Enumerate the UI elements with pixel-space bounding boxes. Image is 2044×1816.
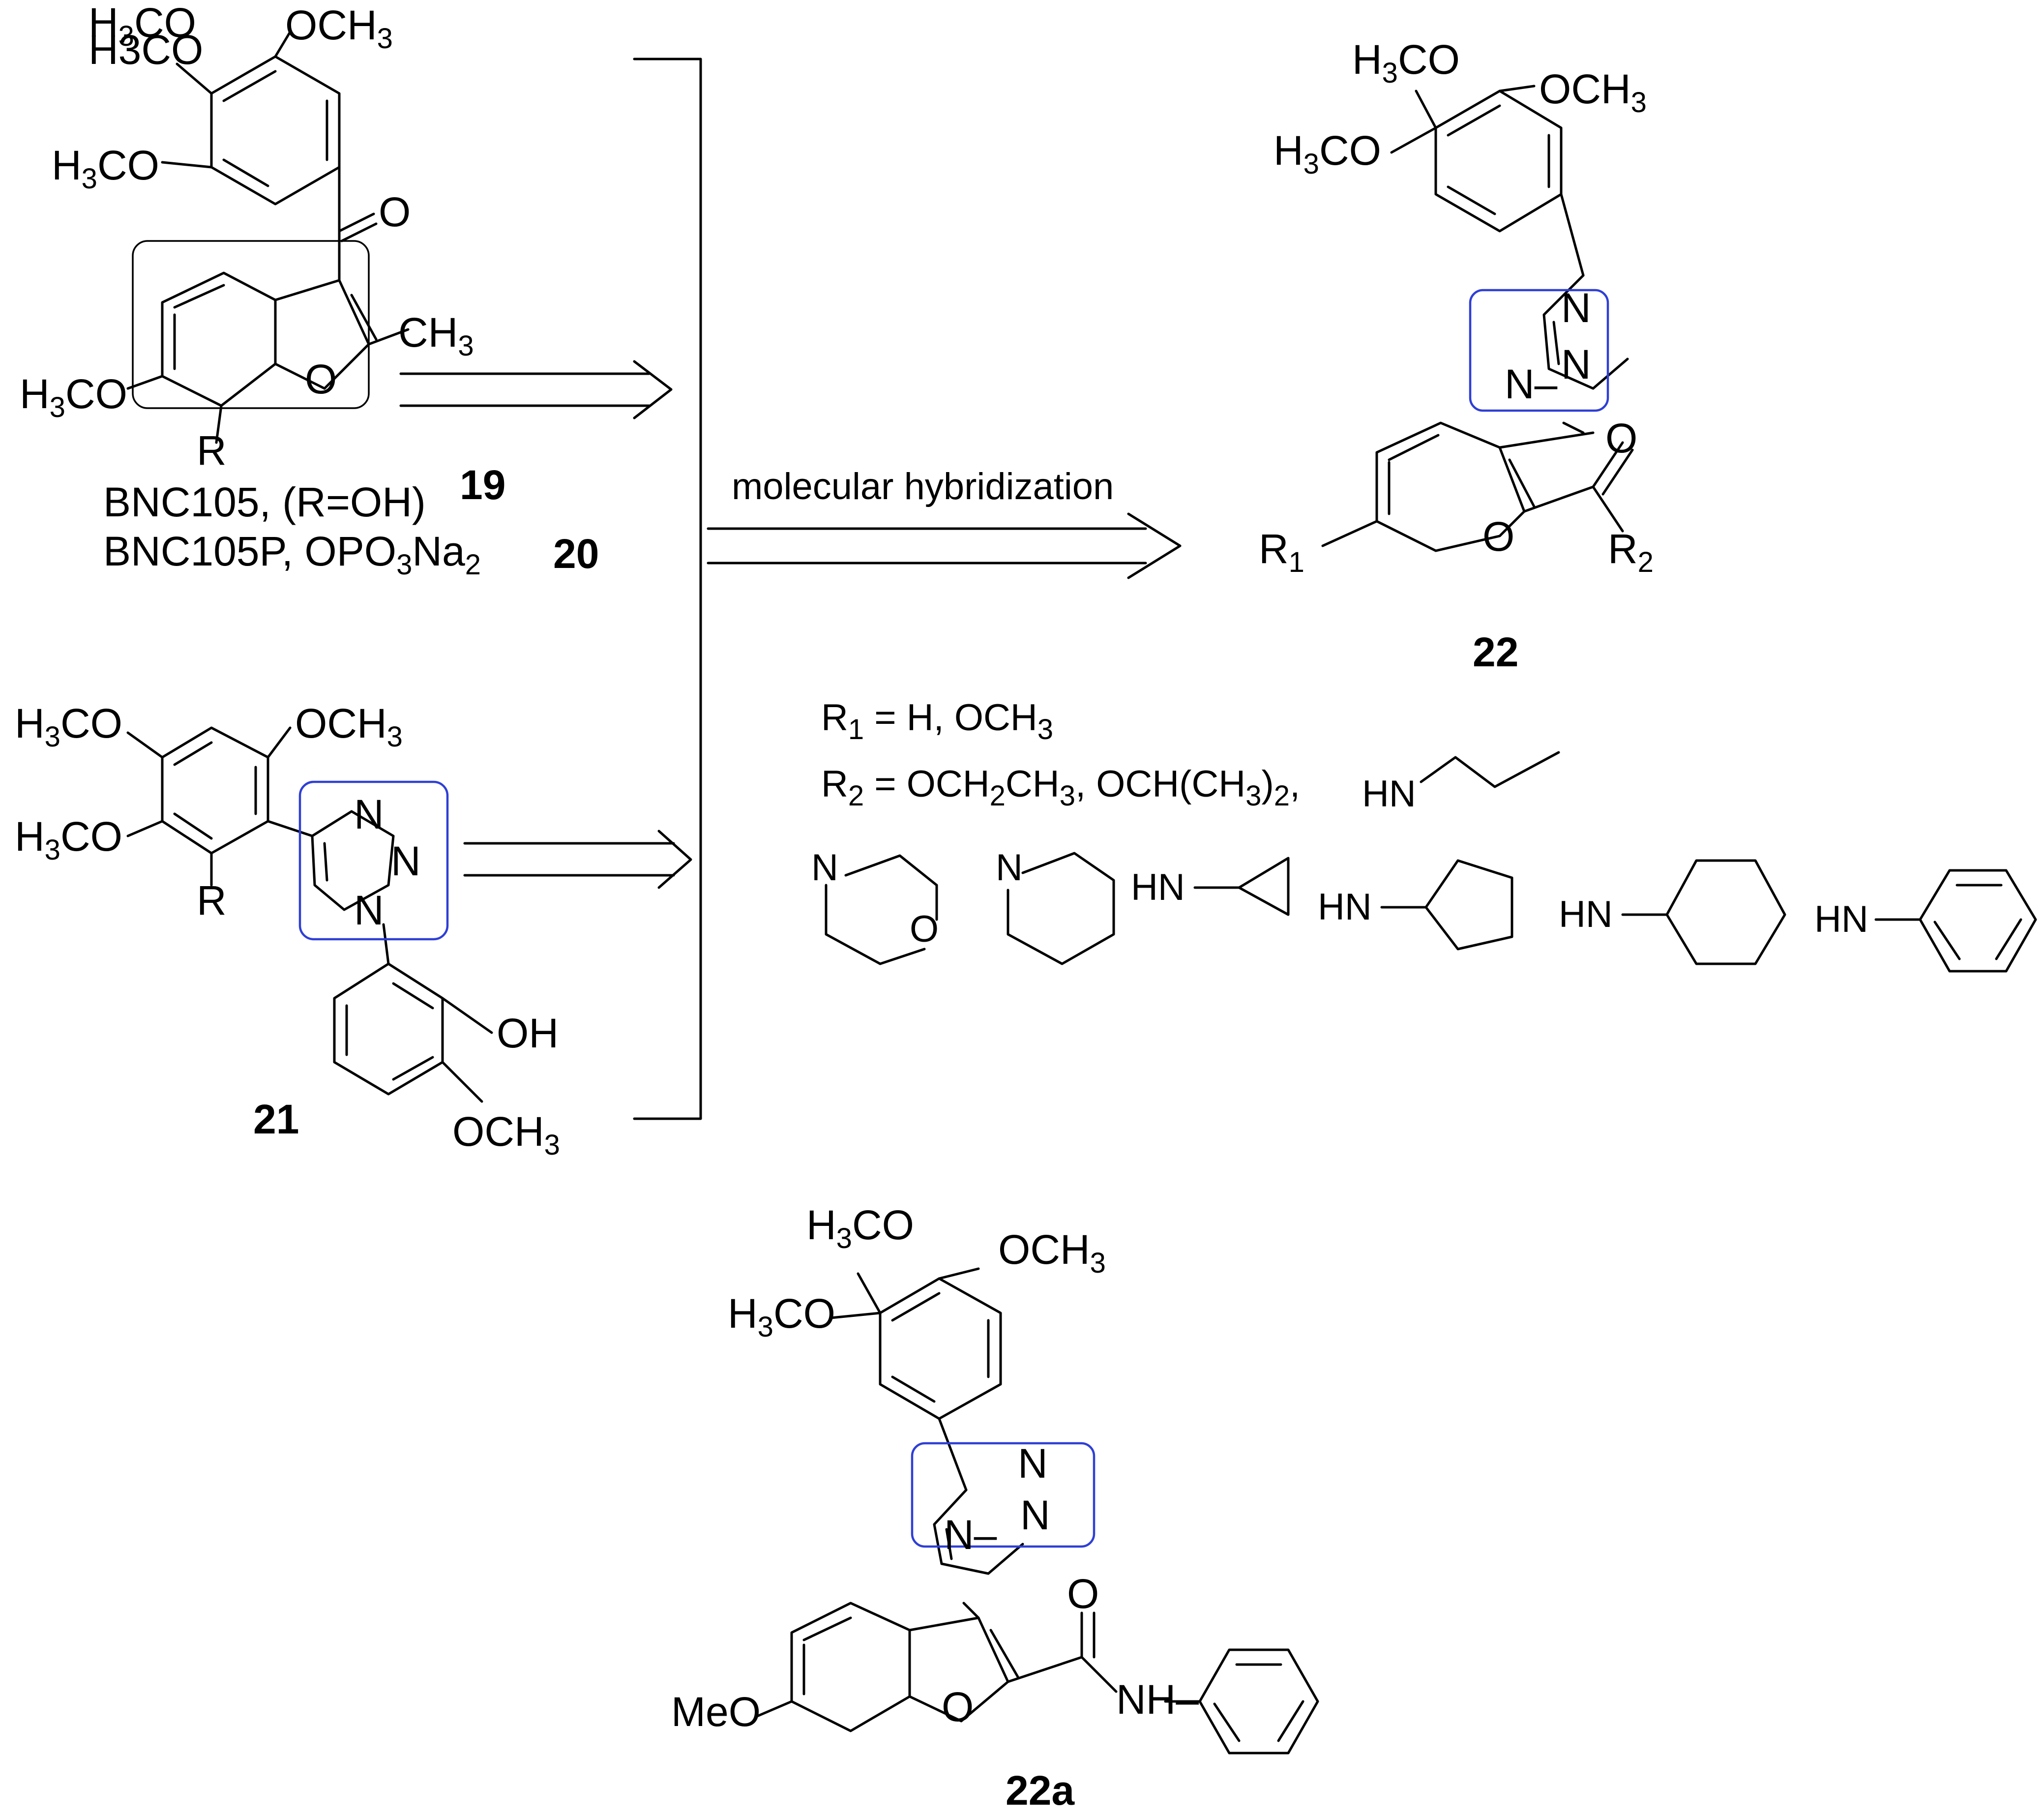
- svg-text:N: N: [354, 791, 384, 837]
- svg-text:R: R: [197, 877, 227, 923]
- svg-text:N–: N–: [944, 1512, 997, 1558]
- hybridization-arrow: [707, 512, 1182, 579]
- compound-22-label: 22: [1473, 629, 1518, 675]
- svg-text:N: N: [391, 838, 421, 884]
- svg-text:H3CO: H3CO: [20, 371, 127, 423]
- cyclohexylamine-fragment: HN: [1559, 859, 1786, 965]
- svg-text:O: O: [1482, 513, 1514, 560]
- svg-text:N: N: [996, 847, 1023, 889]
- svg-text:O: O: [305, 356, 337, 402]
- svg-text:N: N: [1561, 341, 1591, 387]
- compound-19-prodrug: BNC105P, OPO3Na2: [103, 528, 481, 581]
- svg-text:O: O: [910, 908, 939, 950]
- svg-text:OCH3: OCH3: [295, 700, 403, 753]
- compound-22a-structure: H3CO OCH3 H3CO N N N– O O MeO NH–: [671, 1202, 1319, 1755]
- morpholine-fragment: N O: [811, 847, 939, 965]
- arrow-21: [463, 830, 692, 889]
- svg-text:N: N: [811, 847, 838, 889]
- compound-20-label: 20: [553, 531, 599, 577]
- compound-22-structure: H3CO OCH3 H3CO N N N– O O R1 R2: [1259, 36, 1654, 578]
- compound-19-label: 19: [460, 462, 505, 508]
- svg-text:O: O: [379, 189, 411, 235]
- svg-text:HN: HN: [1814, 898, 1868, 940]
- bracket: [633, 58, 702, 1120]
- svg-text:HN: HN: [1559, 893, 1613, 935]
- svg-text:O: O: [1605, 415, 1637, 461]
- cyclopentylamine-fragment: HN: [1318, 859, 1513, 951]
- svg-text:R1: R1: [1259, 526, 1304, 578]
- svg-text:OCH3: OCH3: [285, 2, 393, 55]
- svg-text:N: N: [1018, 1440, 1048, 1487]
- svg-text:N–: N–: [1505, 361, 1558, 407]
- svg-text:MeO: MeO: [671, 1689, 761, 1735]
- svg-text:H3CO: H3CO: [806, 1202, 914, 1254]
- cyclopropylamine-fragment: HN: [1131, 857, 1290, 916]
- r1-definition: R1 = H, OCH3: [821, 697, 1053, 745]
- svg-text:OCH3: OCH3: [452, 1108, 560, 1161]
- svg-text:CH3: CH3: [398, 309, 474, 362]
- svg-text:OH: OH: [497, 1010, 559, 1056]
- compound-21-structure: H3CO OCH3 H3CO R N N N OH OCH3: [15, 700, 560, 1161]
- svg-text:N: N: [1561, 285, 1591, 331]
- svg-text:H3CO: H3CO: [728, 1290, 835, 1343]
- arrow-19: [399, 360, 673, 419]
- svg-text:O: O: [1067, 1571, 1099, 1617]
- svg-text:H3CO: H3CO: [15, 700, 122, 753]
- hybridization-label: molecular hybridization: [732, 466, 1114, 507]
- svg-text:OCH3: OCH3: [998, 1226, 1106, 1279]
- aniline-fragment: HN: [1814, 869, 2037, 973]
- svg-text:H3CO: H3CO: [1352, 36, 1460, 89]
- svg-text:NH–: NH–: [1116, 1676, 1199, 1723]
- compound-19-name: BNC105, (R=OH): [103, 479, 426, 525]
- svg-text:H3CO: H3CO: [52, 142, 159, 195]
- propylamine-fragment: HN: [1362, 751, 1560, 815]
- compound-21-label: 21: [253, 1096, 299, 1142]
- compound-19-structure: H3CO OCH3 H3CO O CH3 O H3CO R H3CO: [20, 0, 474, 474]
- svg-text:H3CO: H3CO: [89, 27, 203, 73]
- svg-text:H3CO: H3CO: [1274, 127, 1381, 180]
- svg-text:O: O: [942, 1684, 974, 1730]
- svg-text:HN: HN: [1362, 773, 1416, 815]
- svg-text:R: R: [197, 427, 227, 474]
- piperidine-fragment: N: [996, 847, 1115, 965]
- r2-definition: R2 = OCH2CH3, OCH(CH3)2,: [821, 763, 1300, 812]
- svg-text:OCH3: OCH3: [1539, 66, 1647, 119]
- compound-22a-label: 22a: [1006, 1767, 1075, 1814]
- svg-text:HN: HN: [1131, 866, 1185, 908]
- svg-text:N: N: [1020, 1492, 1050, 1538]
- svg-text:H3CO: H3CO: [89, 0, 196, 52]
- svg-text:HN: HN: [1318, 886, 1372, 928]
- svg-text:R2: R2: [1608, 526, 1654, 578]
- svg-text:H3CO: H3CO: [15, 813, 122, 866]
- svg-text:N: N: [354, 887, 384, 933]
